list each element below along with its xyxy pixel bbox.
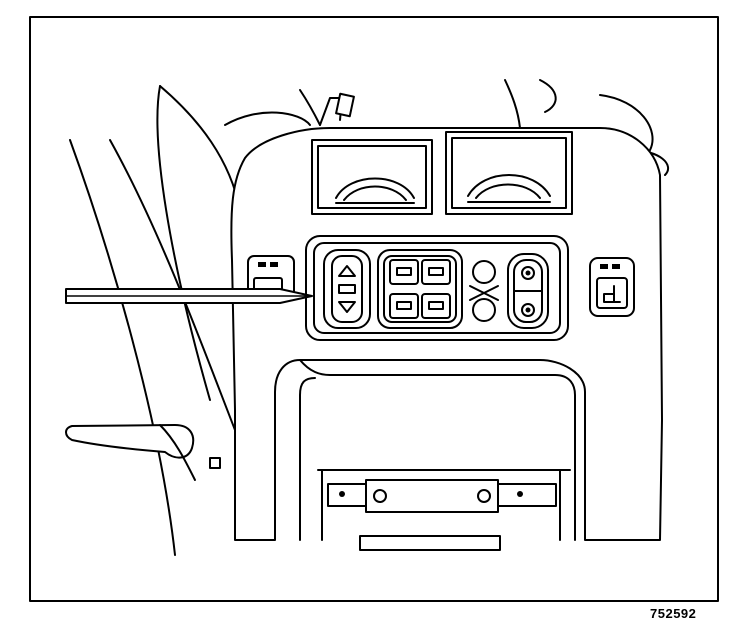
- pry-tool: [65, 288, 313, 304]
- fan-speed-rocker-switch[interactable]: [507, 253, 549, 329]
- seat-heater-icon: [603, 285, 621, 303]
- mode-button-bottom-left[interactable]: [389, 293, 419, 319]
- rocker-center-mark: [338, 284, 356, 294]
- up-arrow-icon: [338, 265, 356, 277]
- temperature-rocker-switch[interactable]: [323, 249, 371, 329]
- control-panel-face: [313, 242, 561, 334]
- down-arrow-icon: [338, 301, 356, 313]
- console-lower-bracket: [317, 469, 571, 551]
- console-lower-recess: [299, 359, 576, 541]
- mode-button-top-right[interactable]: [421, 259, 451, 285]
- fan-control-knobs[interactable]: [469, 260, 499, 322]
- figure-number: 752592: [650, 606, 697, 621]
- left-air-vent: [311, 139, 433, 215]
- handle: [65, 424, 221, 481]
- fan-icon: [469, 285, 499, 301]
- mode-button-bottom-right[interactable]: [421, 293, 451, 319]
- figure-frame: [29, 16, 719, 602]
- mode-button-top-left[interactable]: [389, 259, 419, 285]
- right-air-vent: [445, 131, 573, 215]
- right-seat-switch[interactable]: [589, 257, 635, 317]
- mounting-tab-slot: [335, 92, 355, 118]
